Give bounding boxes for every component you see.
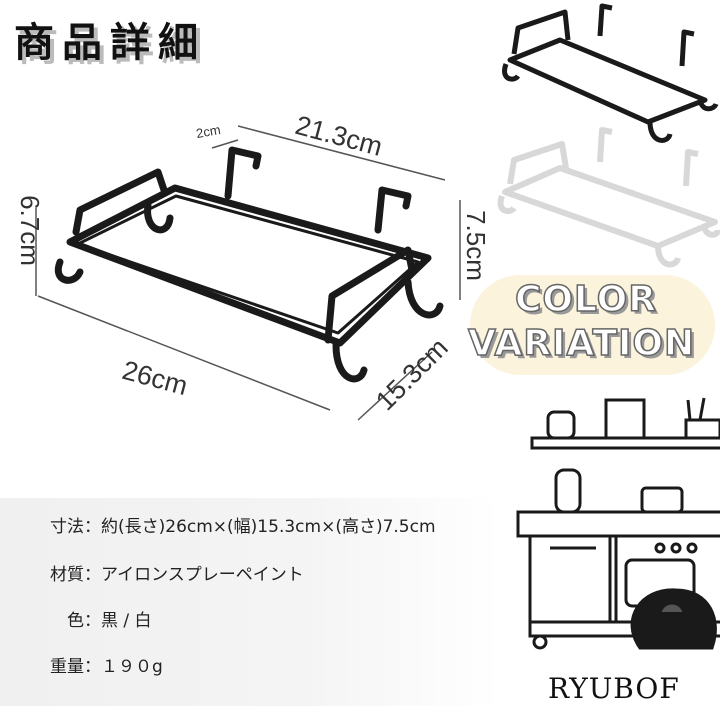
color-variation-badge: COLOR VARIATION xyxy=(467,275,715,375)
spec-value: アイロンスプレーペイント xyxy=(101,565,304,585)
spec-row-color: 色：黒 / 白 xyxy=(22,606,152,631)
white-variation-image xyxy=(497,127,720,268)
black-variation-image xyxy=(502,3,719,143)
spec-row-weight: 重量：１９０g xyxy=(22,652,163,677)
color-variation-line2: VARIATION xyxy=(467,322,696,365)
spec-label: 重量 xyxy=(50,657,84,677)
kitchen-illustration xyxy=(516,397,720,650)
spec-value: １９０g xyxy=(101,657,163,677)
spec-label: 色 xyxy=(67,611,84,631)
dim-height-right: 7.5cm xyxy=(460,210,491,281)
brand-logo: RYUBOF xyxy=(548,672,680,705)
spec-value: 約(長さ)26cm×(幅)15.3cm×(高さ)7.5cm xyxy=(101,517,436,537)
page-title: 商品詳細 xyxy=(14,19,206,66)
spec-label: 材質 xyxy=(50,565,84,585)
spec-row-size: 寸法：約(長さ)26cm×(幅)15.3cm×(高さ)7.5cm xyxy=(22,512,436,537)
spec-label: 寸法 xyxy=(50,517,84,537)
color-variation-line1: COLOR xyxy=(514,278,658,321)
spec-panel: 寸法：約(長さ)26cm×(幅)15.3cm×(高さ)7.5cm 材質：アイロン… xyxy=(0,498,500,706)
dim-height-left: 6.7cm xyxy=(14,195,45,266)
spec-value: 黒 / 白 xyxy=(101,611,152,631)
spec-row-material: 材質：アイロンスプレーペイント xyxy=(22,560,304,585)
main-rack-image xyxy=(54,146,444,383)
